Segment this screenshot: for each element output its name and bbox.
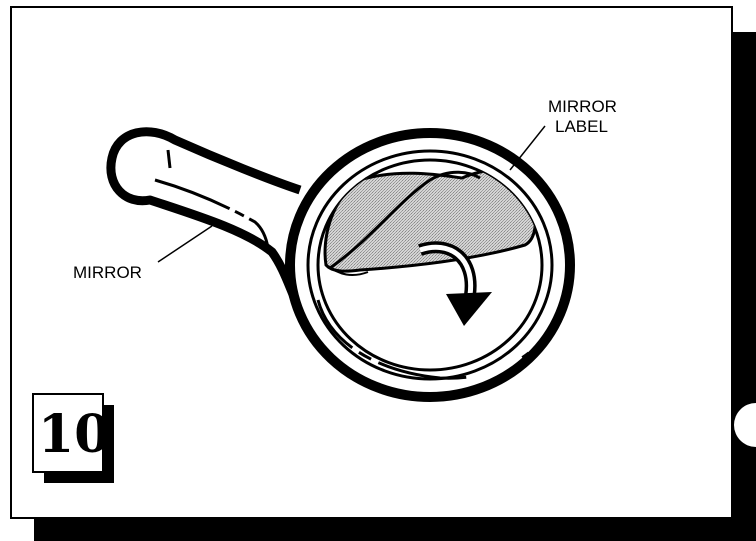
handle-highlight: [166, 149, 172, 169]
mirror-leader-line: [157, 225, 213, 263]
mirror-handle: [106, 127, 305, 313]
binder-hole: [734, 403, 756, 447]
label-curl-underside: [325, 264, 369, 277]
mirror-illustration: [106, 127, 575, 402]
rim-reflection: [316, 299, 531, 380]
handle-inner-line: [154, 178, 270, 249]
curved-arrow-down-icon: [418, 241, 492, 326]
label-curl-edge: [329, 170, 481, 270]
mirror-label-callout-line2: LABEL: [555, 117, 608, 136]
mirror-label-leader-line: [509, 125, 546, 171]
step-number: 10: [38, 404, 110, 465]
mirror-callout: MIRROR: [73, 263, 142, 282]
step-box: [32, 393, 104, 473]
mirror-label-callout-line1: MIRROR: [548, 97, 617, 116]
